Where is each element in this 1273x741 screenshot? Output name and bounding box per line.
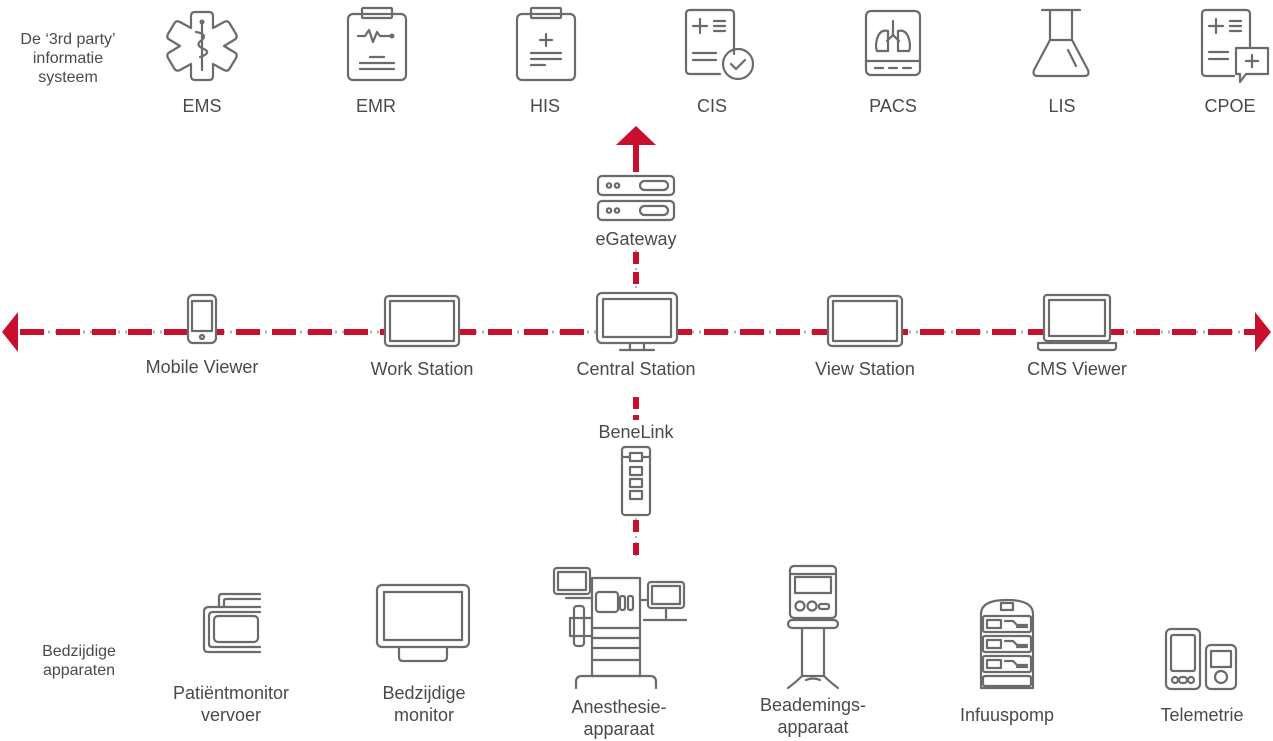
bedside-device-label: Bedzijdige monitor: [382, 683, 466, 725]
network-node-label: Mobile Viewer: [145, 357, 259, 377]
smartphone-icon: [186, 293, 218, 345]
monitor-icon: [826, 294, 904, 348]
document-order-icon: [1200, 8, 1270, 84]
third-party-label: CIS: [696, 96, 728, 116]
laptop-icon: [1036, 293, 1118, 352]
third-party-label: PACS: [869, 96, 917, 116]
network-node-label: Central Station: [576, 359, 696, 379]
bedside-device-label: Infuuspomp: [959, 705, 1055, 725]
anesthesia-machine-icon: [552, 566, 688, 690]
third-party-label: EMR: [356, 96, 396, 116]
bedside-device-label: Beademings- apparaat: [759, 695, 867, 737]
benelink-label: BeneLink: [598, 422, 674, 442]
arrow-up-icon: [616, 126, 656, 145]
third-party-label: CPOE: [1204, 96, 1256, 116]
monitor-icon: [383, 294, 461, 348]
third-party-section-label: De ‘3rd party’ informatie systeem: [20, 31, 116, 86]
desktop-monitor-icon: [595, 291, 679, 352]
clipboard-ecg-icon: [346, 6, 408, 82]
egateway-label: eGateway: [595, 229, 677, 249]
telemetry-icon: [1164, 627, 1238, 691]
lung-xray-icon: [864, 9, 922, 77]
bedside-device-label: Telemetrie: [1160, 705, 1244, 725]
arrow-left-icon: [2, 312, 18, 352]
bedside-device-label: Patiëntmonitor vervoer: [172, 683, 290, 725]
third-party-label: EMS: [182, 96, 222, 116]
ventilator-icon: [786, 564, 840, 690]
star-of-life-icon: [166, 10, 238, 82]
bedside-monitor-icon: [375, 583, 471, 663]
network-node-label: View Station: [815, 359, 915, 379]
infusion-pump-icon: [979, 598, 1035, 690]
network-node-label: Work Station: [370, 359, 474, 379]
document-check-icon: [684, 8, 755, 81]
network-node-label: CMS Viewer: [1027, 359, 1127, 379]
transport-monitor-icon: [202, 592, 262, 654]
flask-icon: [1032, 8, 1090, 78]
module-rack-icon: [620, 445, 652, 517]
clipboard-plus-icon: [515, 6, 577, 82]
bedside-device-label: Anesthesie- apparaat: [571, 697, 667, 739]
third-party-label: HIS: [529, 96, 561, 116]
third-party-label: LIS: [1048, 96, 1076, 116]
bedside-section-label: Bedzijdige apparaten: [42, 643, 116, 679]
arrow-right-icon: [1255, 312, 1271, 352]
server-icon: [596, 174, 676, 222]
